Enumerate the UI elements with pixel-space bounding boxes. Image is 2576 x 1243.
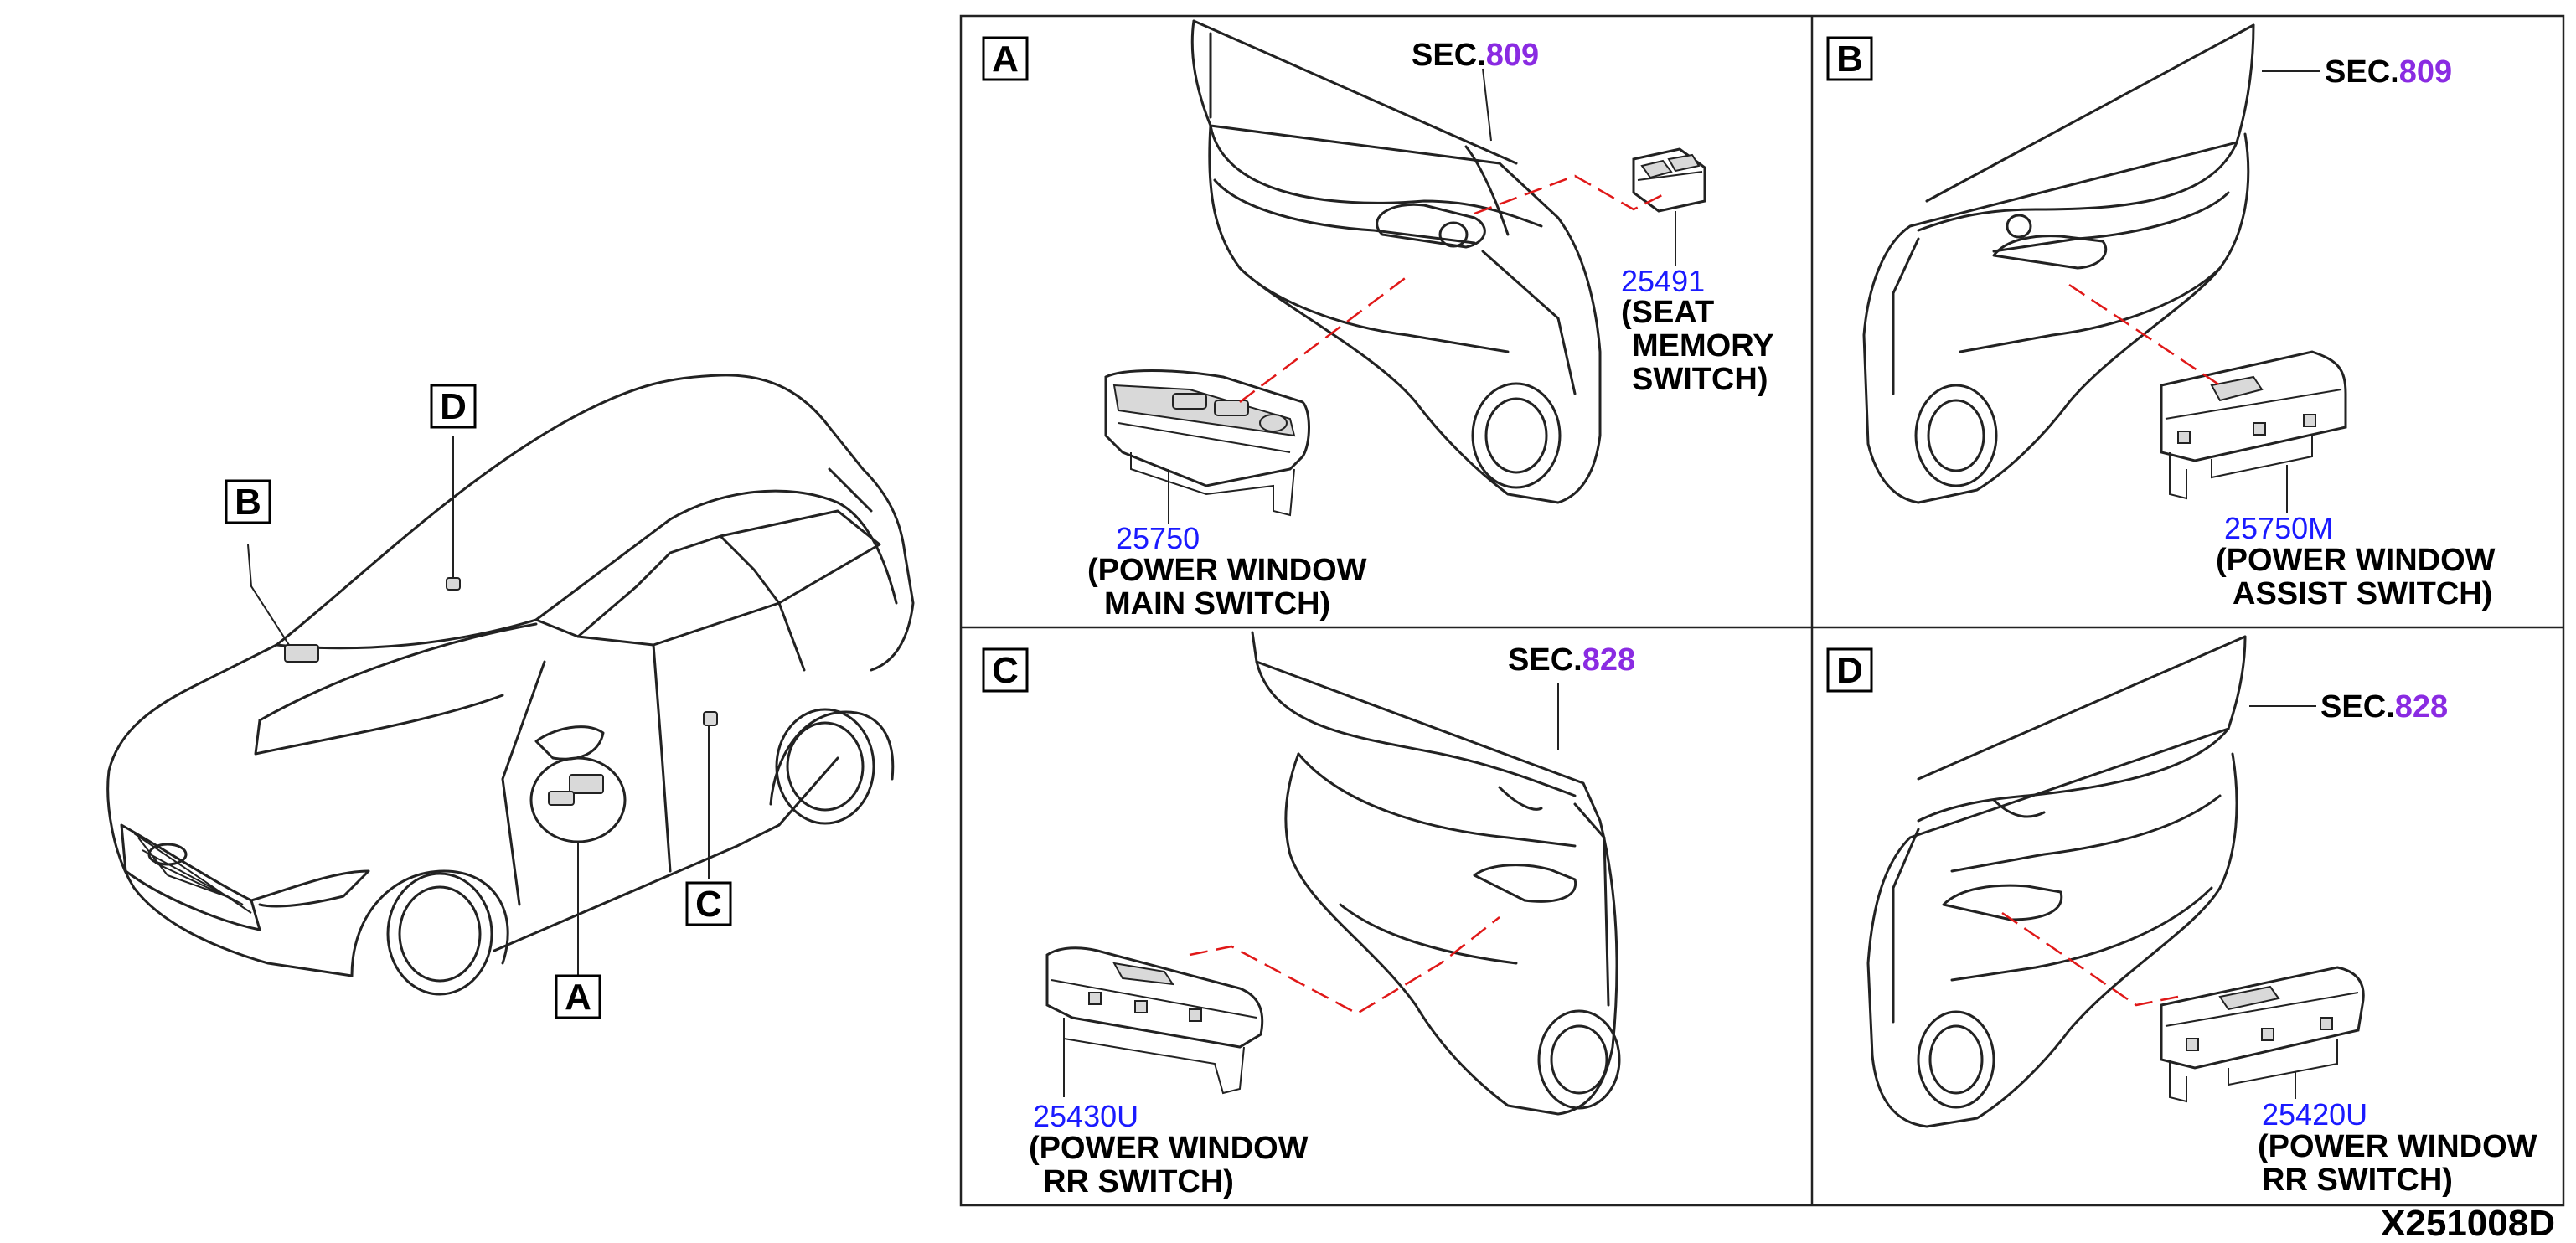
part-25491-desc-line3: SWITCH) — [1632, 362, 1768, 397]
part-25491-number[interactable]: 25491 — [1621, 264, 1705, 298]
part-25491-desc-line1: (SEAT — [1621, 295, 1714, 330]
part-25750m-desc-line2: ASSIST SWITCH) — [2233, 576, 2492, 611]
part-25750-desc-line1: (POWER WINDOW — [1087, 553, 1367, 588]
part-25420u-desc-line1: (POWER WINDOW — [2258, 1129, 2537, 1164]
callout-a[interactable]: A — [555, 974, 601, 1019]
power-window-rr-switch-left-part[interactable] — [1045, 946, 1264, 1095]
panel-a-sec-ref[interactable]: SEC.809 — [1412, 38, 1539, 73]
callout-c[interactable]: C — [685, 881, 732, 926]
svg-text:B: B — [235, 482, 261, 523]
door-trim-rear-left — [1251, 631, 1621, 1116]
panel-a-sec-number: 809 — [1486, 38, 1539, 73]
svg-text:A: A — [565, 977, 591, 1018]
door-trim-rear-right — [1866, 635, 2247, 1128]
door-trim-front-right — [1862, 23, 2255, 504]
panel-b-label: B — [1836, 39, 1863, 80]
panel-b: B SEC.809 25750M (P — [1826, 23, 2496, 611]
seat-memory-switch-part[interactable] — [1632, 147, 1706, 213]
part-25750m-desc-line1: (POWER WINDOW — [2216, 543, 2496, 578]
power-window-rr-switch-right-part[interactable] — [2160, 966, 2365, 1103]
part-25430u-desc-line1: (POWER WINDOW — [1029, 1131, 1309, 1166]
callout-d[interactable]: D — [430, 384, 477, 429]
location-c-marker — [703, 711, 718, 726]
part-25420u-number[interactable]: 25420U — [2262, 1097, 2367, 1132]
panel-c-sec-ref[interactable]: SEC.828 — [1508, 642, 1635, 678]
panel-d-sec-ref[interactable]: SEC.828 — [2320, 689, 2448, 725]
panel-d: D SEC.828 25420U (P — [1826, 635, 2537, 1198]
location-a-marker — [529, 756, 627, 843]
svg-text:C: C — [695, 884, 722, 925]
diagram-code: X251008D — [2381, 1203, 2555, 1243]
callout-b[interactable]: B — [225, 479, 271, 524]
panel-b-sec-ref[interactable]: SEC.809 — [2325, 54, 2452, 90]
part-25491-desc-line2: MEMORY — [1632, 328, 1774, 364]
power-window-assist-switch-part[interactable] — [2160, 350, 2347, 500]
part-25430u-desc-line2: RR SWITCH) — [1043, 1164, 1234, 1199]
part-25750m-number[interactable]: 25750M — [2224, 511, 2333, 545]
location-b-marker — [284, 644, 319, 663]
power-window-main-switch-part[interactable] — [1104, 369, 1310, 517]
part-25750-desc-line2: MAIN SWITCH) — [1104, 586, 1330, 622]
location-d-marker — [446, 577, 461, 591]
svg-text:D: D — [440, 386, 467, 427]
panel-b-sec-number: 809 — [2399, 54, 2452, 90]
part-25750-number[interactable]: 25750 — [1116, 521, 1200, 555]
panel-c: C SEC.828 25430U (POWER WI — [982, 631, 1635, 1199]
door-trim-front-left — [1190, 19, 1602, 504]
part-25420u-desc-line2: RR SWITCH) — [2262, 1163, 2453, 1198]
part-25430u-number[interactable]: 25430U — [1033, 1099, 1138, 1133]
panel-c-label: C — [992, 650, 1019, 691]
panel-a: A SEC.809 2549 — [982, 19, 1774, 622]
panel-grid-frame — [959, 14, 2565, 1207]
panel-a-label: A — [992, 39, 1019, 80]
panel-d-sec-number: 828 — [2395, 689, 2448, 725]
panel-d-label: D — [1836, 650, 1863, 691]
panel-c-sec-number: 828 — [1582, 642, 1635, 678]
vehicle-illustration — [106, 374, 915, 996]
